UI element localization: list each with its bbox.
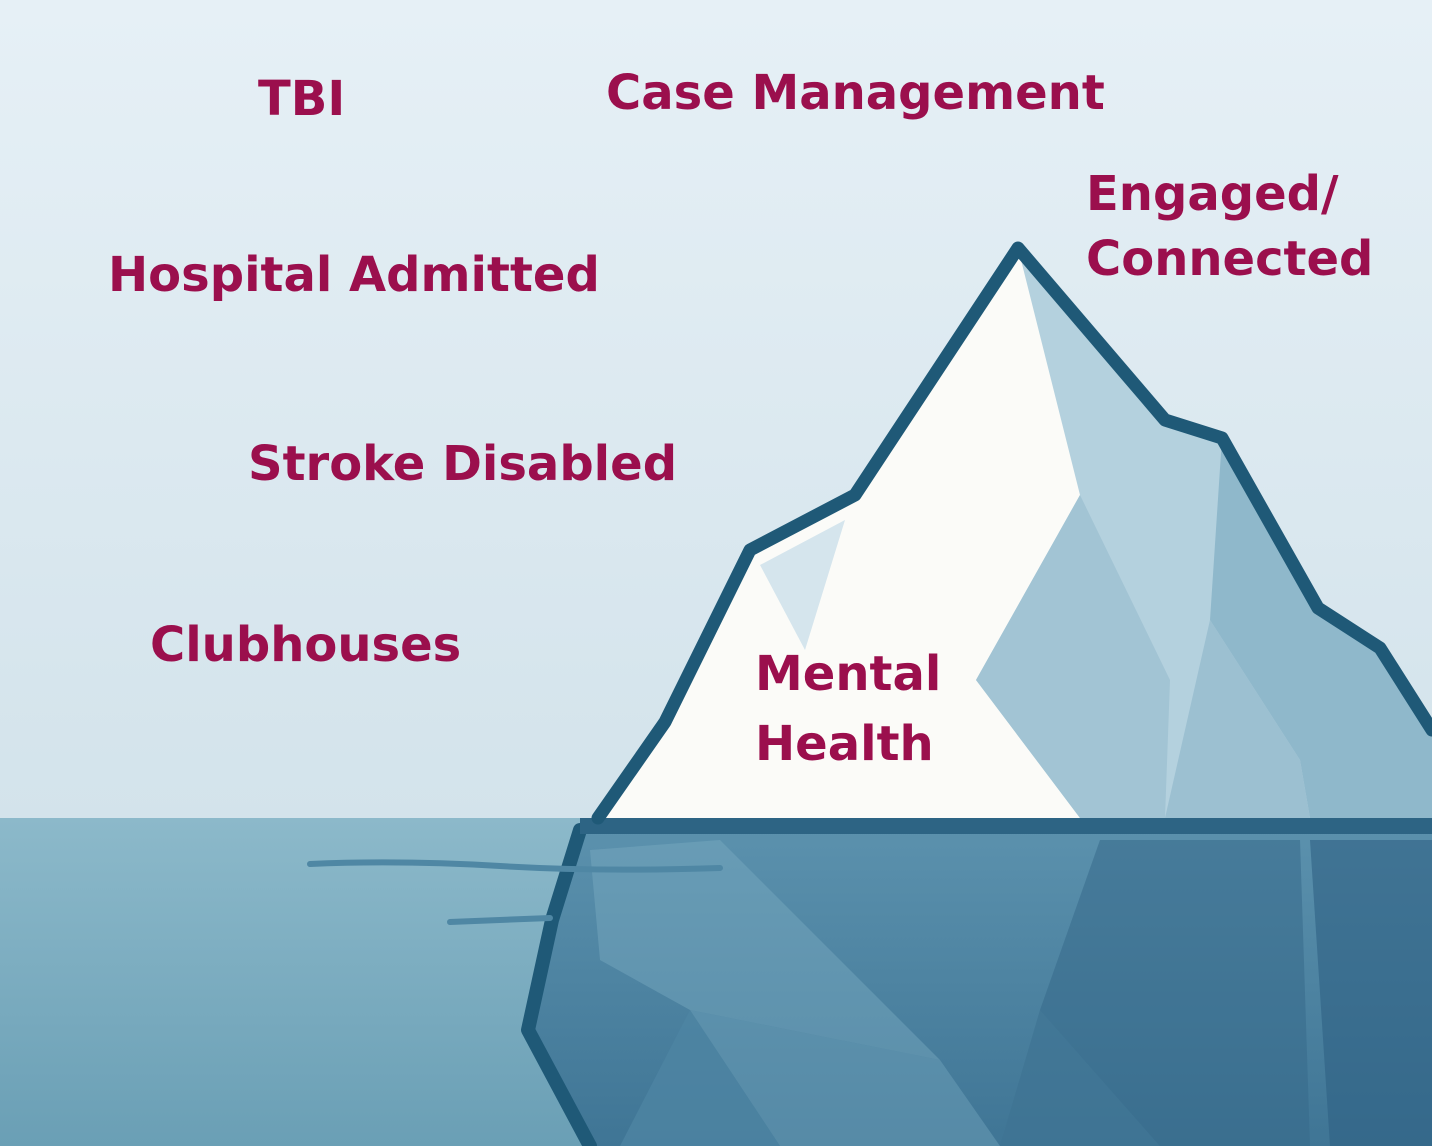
label-case-management: Case Management <box>606 65 1105 121</box>
label-stroke-disabled: Stroke Disabled <box>248 436 678 492</box>
iceberg-above-water <box>591 241 1432 825</box>
label-hospital-admitted: Hospital Admitted <box>108 247 600 303</box>
water-ripple <box>307 859 723 873</box>
label-mental-health: Mental Health <box>755 646 942 772</box>
label-tbi: TBI <box>258 71 346 127</box>
label-engaged-connected: Engaged/ Connected <box>1086 166 1374 288</box>
label-clubhouses: Clubhouses <box>150 617 462 673</box>
iceberg-underwater <box>521 823 1432 1146</box>
water-ripple <box>447 915 553 925</box>
waterline <box>580 818 1432 834</box>
